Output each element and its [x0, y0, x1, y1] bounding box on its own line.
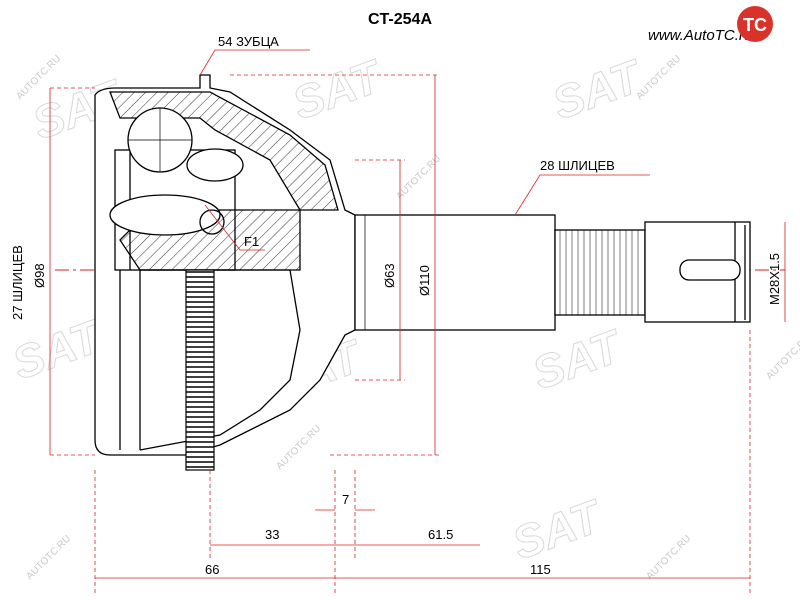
watermark-site: AUTOTC.RU — [764, 333, 800, 382]
dimension-lines — [49, 49, 786, 595]
outer-spline-label: 28 ШЛИЦЕВ — [540, 158, 615, 173]
brand-logo: www.AutoTC.ru TC — [648, 6, 773, 44]
watermark-site: AUTOTC.RU — [24, 533, 73, 582]
watermark-brand: SAT — [286, 49, 391, 129]
dim-7-label: 7 — [342, 492, 349, 507]
watermark-brand: SAT — [546, 49, 651, 129]
logo-mark — [737, 6, 773, 42]
watermark-site: AUTOTC.RU — [644, 533, 693, 582]
diameter-98-label: Ø98 — [32, 263, 47, 288]
stub-shaft — [354, 214, 751, 331]
dim-66-label: 66 — [205, 562, 219, 577]
logo-mark-text: TC — [743, 15, 767, 35]
inner-spline-label: 27 ШЛИЦЕВ — [10, 245, 25, 320]
watermark-brand: SAT — [506, 489, 611, 569]
diameter-110-label: Ø110 — [417, 265, 432, 296]
watermark-site: AUTOTC.RU — [394, 153, 443, 202]
logo-text: www.AutoTC.ru — [648, 27, 753, 44]
watermark-brand: SAT — [526, 319, 631, 399]
teeth-count-label: 54 ЗУБЦА — [218, 34, 279, 49]
watermark-site: AUTOTC.RU — [274, 423, 323, 472]
thread-label: M28X1.5 — [767, 253, 782, 305]
diameter-63-label: Ø63 — [382, 263, 397, 288]
dim-61-5-label: 61.5 — [428, 527, 453, 542]
watermark-site: AUTOTC.RU — [634, 53, 683, 102]
f1-label: F1 — [244, 234, 259, 249]
abs-tooth-ring — [185, 269, 215, 471]
dim-33-label: 33 — [265, 527, 279, 542]
part-number-title: CT-254A — [368, 11, 432, 28]
joint-housing — [94, 74, 356, 456]
dim-115-label: 115 — [530, 562, 551, 577]
